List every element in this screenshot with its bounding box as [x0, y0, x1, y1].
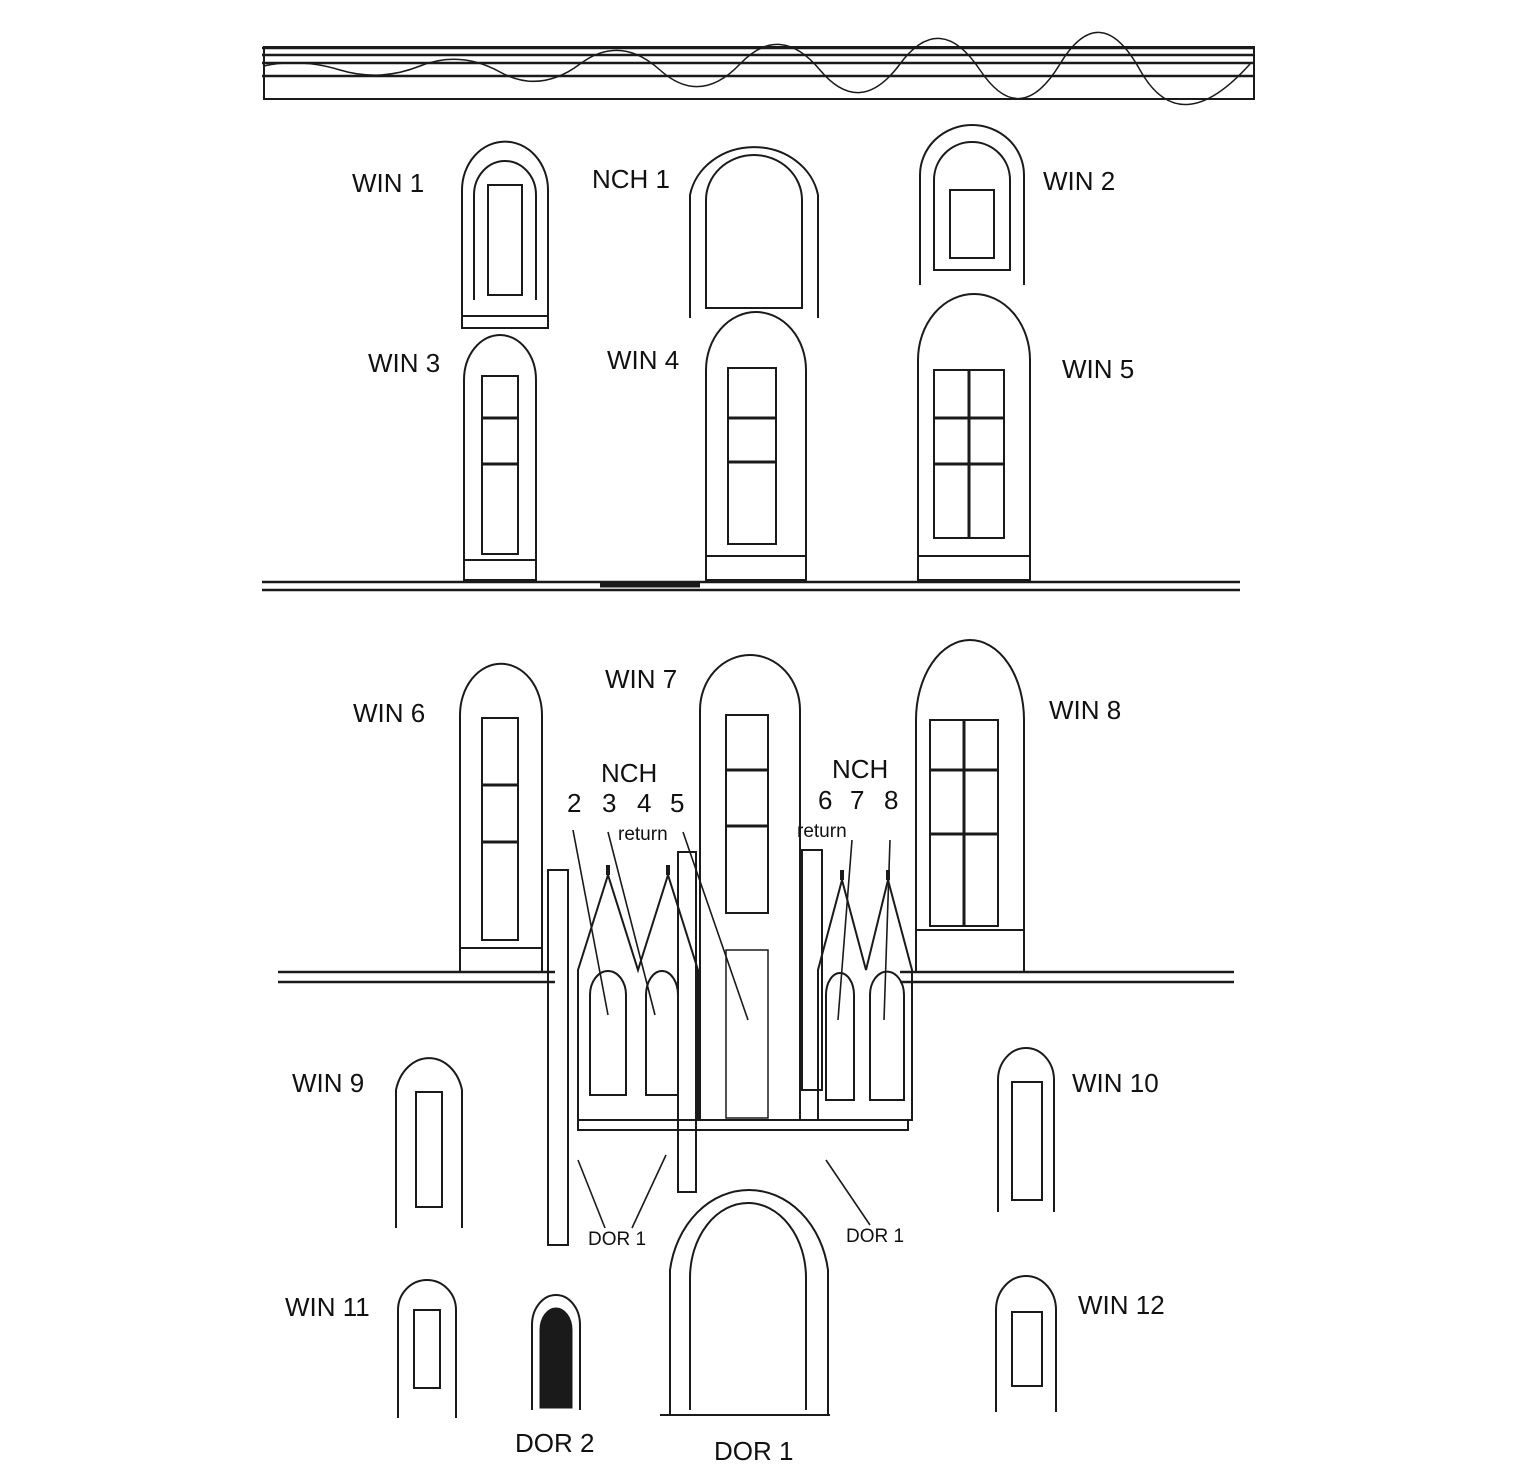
leader-arrows [572, 829, 891, 1229]
label-win-3: WIN 3 [368, 348, 440, 378]
label-win-11: WIN 11 [285, 1292, 370, 1322]
label-dor-1-arrow-left: DOR 1 [588, 1229, 646, 1250]
cornice-band [262, 31, 1255, 106]
label-nch-6: 6 [818, 785, 832, 815]
window-win-4 [705, 311, 807, 581]
label-nch-right-title: NCH [832, 754, 888, 784]
window-win-6 [459, 662, 543, 973]
niches-nch-2-3-4-5 [577, 865, 909, 1131]
label-nch-left-title: NCH [601, 758, 657, 788]
label-win-10: WIN 10 [1072, 1068, 1159, 1098]
label-dor-1: DOR 1 [714, 1436, 793, 1466]
door-dor-1 [660, 1188, 830, 1416]
window-win-8 [915, 639, 1025, 973]
window-win-7 [699, 654, 801, 1120]
string-course-upper [262, 580, 1240, 592]
label-nch-8: 8 [884, 785, 898, 815]
niches-nch-6-7-8 [817, 870, 913, 1121]
window-win-11 [397, 1279, 457, 1418]
label-return-left: return [618, 824, 668, 845]
window-win-3 [463, 334, 537, 581]
label-win-12: WIN 12 [1078, 1290, 1165, 1320]
label-nch-5: 5 [670, 788, 684, 818]
label-return-right: return [797, 821, 847, 842]
label-win-7: WIN 7 [605, 664, 677, 694]
label-dor-2: DOR 2 [515, 1428, 594, 1458]
label-nch-3: 3 [602, 788, 616, 818]
window-win-10 [997, 1047, 1055, 1212]
window-win-12 [995, 1275, 1057, 1412]
label-win-1: WIN 1 [352, 168, 424, 198]
label-dor-1-arrow-right: DOR 1 [846, 1226, 904, 1247]
door-jamb-pilasters [547, 849, 823, 1246]
label-win-5: WIN 5 [1062, 354, 1134, 384]
label-nch-4: 4 [637, 788, 651, 818]
label-win-8: WIN 8 [1049, 695, 1121, 725]
label-win-2: WIN 2 [1043, 166, 1115, 196]
window-win-5 [917, 293, 1031, 581]
niche-nch-1 [689, 146, 819, 318]
label-nch-7: 7 [850, 785, 864, 815]
label-win-6: WIN 6 [353, 698, 425, 728]
window-win-1 [461, 140, 549, 329]
label-nch-1: NCH 1 [592, 164, 670, 194]
label-win-4: WIN 4 [607, 345, 679, 375]
string-course-middle [278, 970, 1234, 984]
door-dor-2 [531, 1294, 581, 1410]
label-win-9: WIN 9 [292, 1068, 364, 1098]
window-win-9 [395, 1057, 463, 1228]
window-win-2 [919, 124, 1025, 285]
label-nch-2: 2 [567, 788, 581, 818]
